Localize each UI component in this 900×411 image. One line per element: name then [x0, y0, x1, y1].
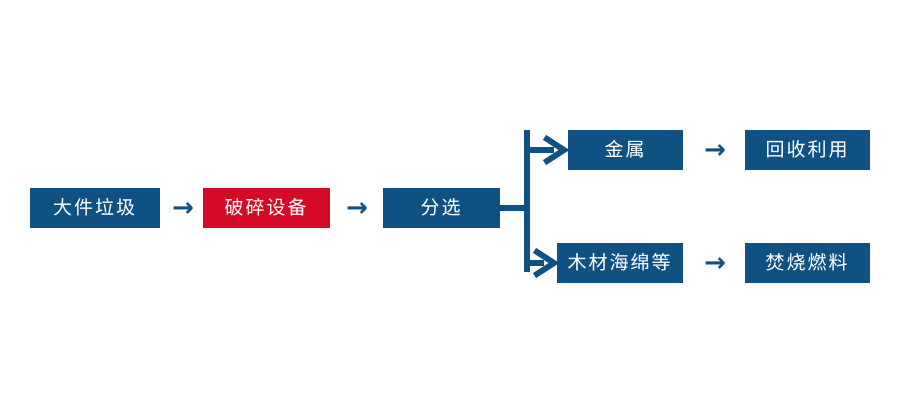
arrow-right-icon-wood-to-fuel: →: [704, 248, 726, 278]
arrow-right-icon-metal-to-recycling: →: [704, 135, 726, 165]
arrow-right-icon-crusher-to-sorting: →: [346, 193, 368, 223]
arrow-right-icon-bulky-to-crusher: →: [172, 193, 194, 223]
node-incineration-fuel: 焚烧燃料: [745, 243, 870, 283]
node-bulky-waste: 大件垃圾: [30, 188, 160, 228]
node-wood-sponge-etc: 木材海绵等: [557, 243, 683, 283]
node-sorting: 分选: [383, 188, 500, 228]
node-crusher-equipment: 破碎设备: [203, 188, 330, 228]
node-recycling-reuse: 回收利用: [745, 130, 870, 170]
node-metal: 金属: [568, 130, 683, 170]
